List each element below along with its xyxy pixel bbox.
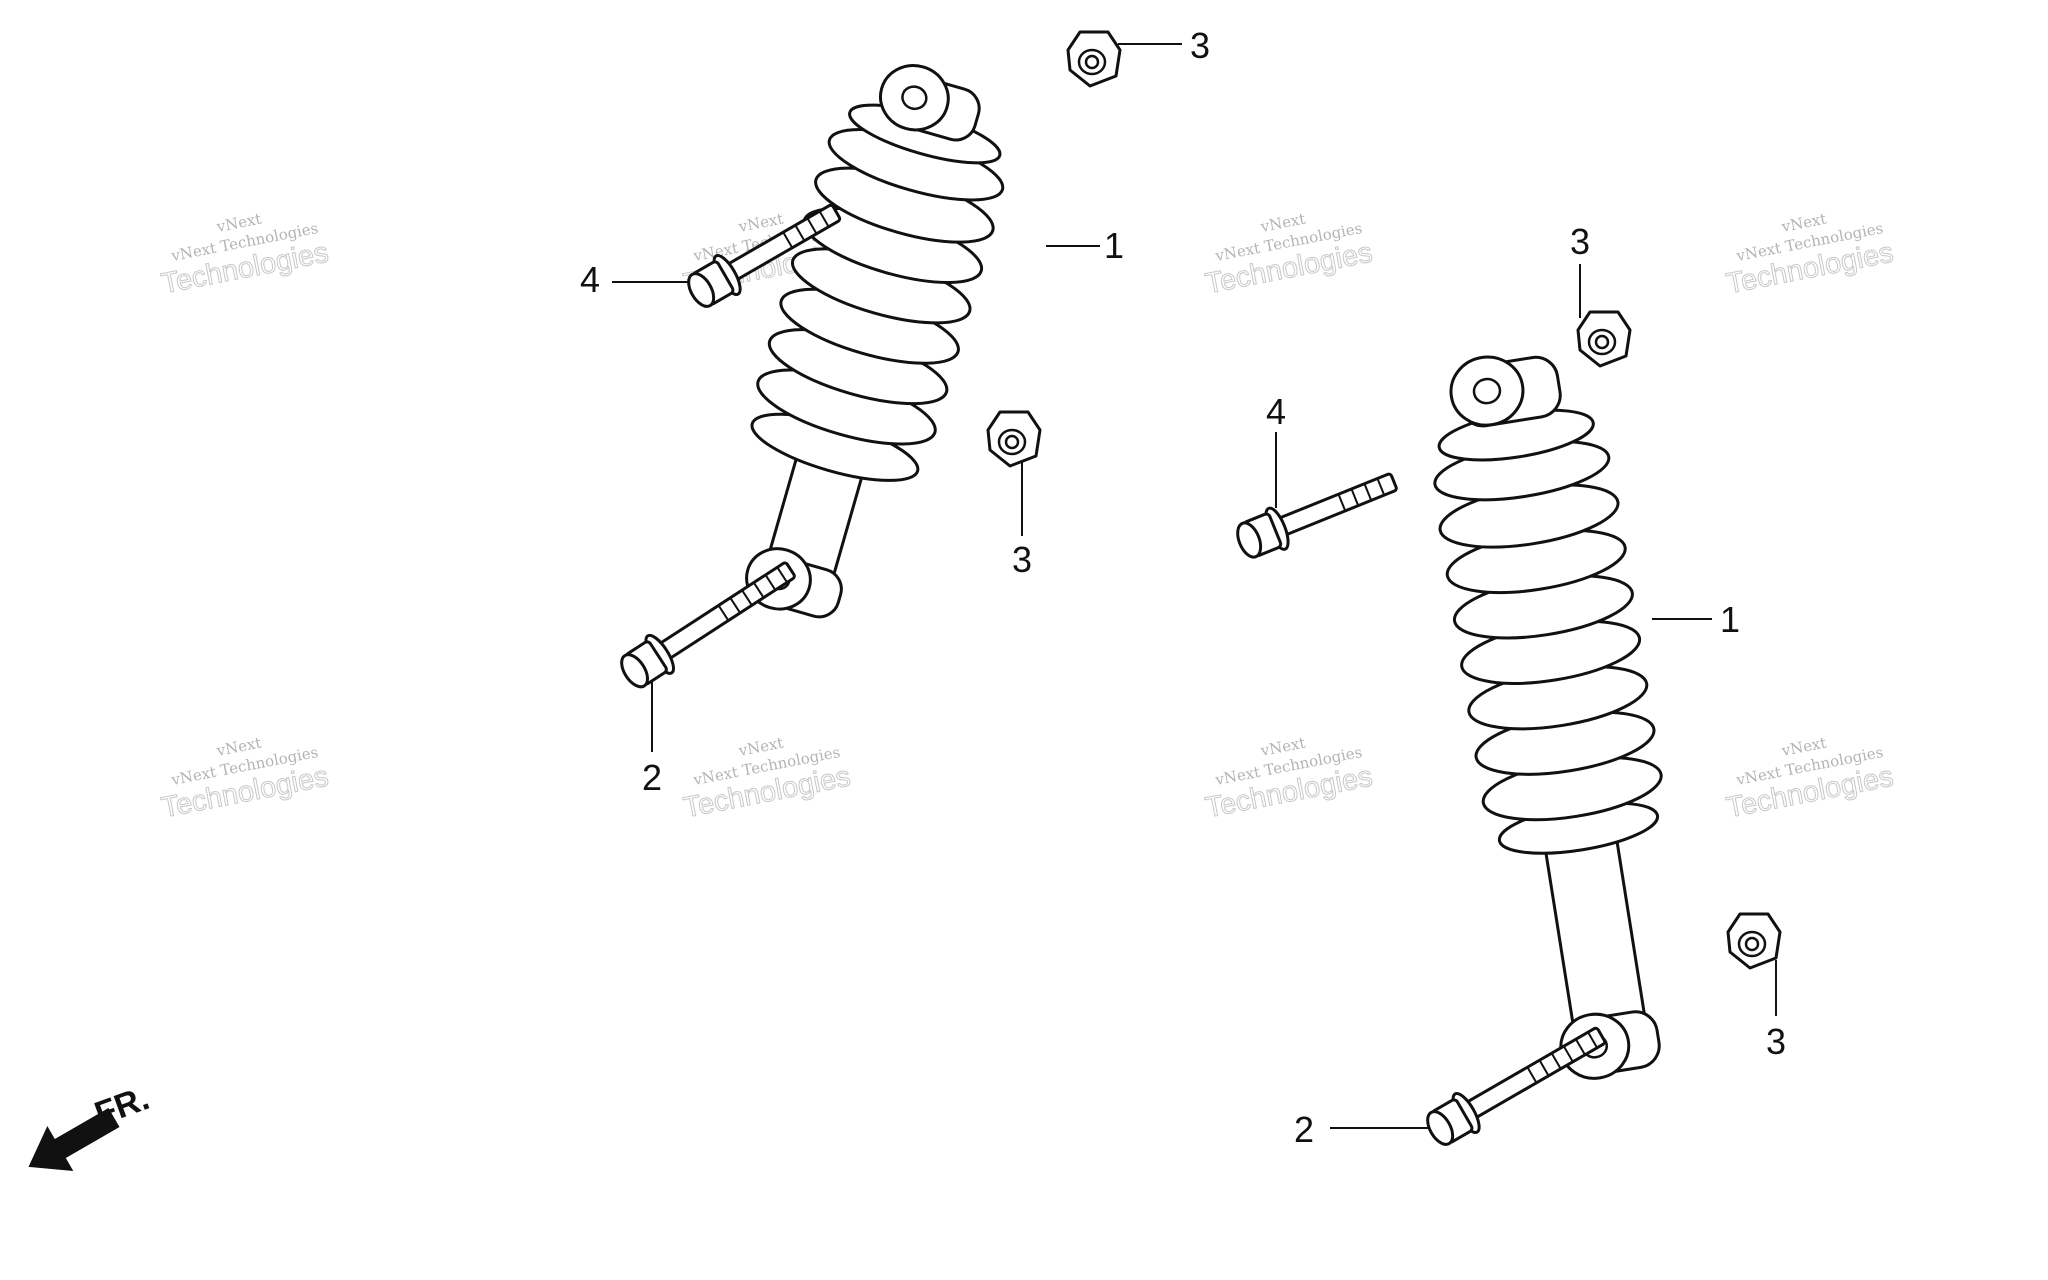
callout-bolt-long: 2 [1294, 1109, 1314, 1150]
watermark: vNext vNext Technologies Technologies [158, 210, 331, 301]
nut-bottom-right [1726, 912, 1782, 970]
spring-coils [1433, 408, 1663, 855]
bolt-long-right [1426, 1026, 1607, 1146]
callout-nut: 3 [1190, 25, 1210, 66]
callout-bolt-short: 4 [1266, 391, 1286, 432]
shock-absorber-left [745, 64, 1005, 619]
watermark: vNext vNext Technologies Technologies [680, 734, 853, 825]
callout-bolt-short: 4 [580, 259, 600, 300]
leader-lines [612, 43, 1777, 1129]
watermark: vNext vNext Technologies Technologies [1202, 210, 1375, 301]
nut-top-right [1576, 310, 1632, 368]
watermark: vNext vNext Technologies Technologies [1202, 734, 1375, 825]
bolt-short-left [687, 203, 842, 308]
callout-nut: 3 [1570, 221, 1590, 262]
bolt-short-right [1236, 472, 1398, 559]
bolt-long-left [620, 561, 796, 689]
watermark: vNext vNext Technologies Technologies [1723, 210, 1896, 301]
callout-shock-absorber: 1 [1720, 599, 1740, 640]
callout-nut: 3 [1012, 539, 1032, 580]
spring-coils [750, 103, 1005, 482]
callout-nut: 3 [1766, 1021, 1786, 1062]
nut-top-left [1066, 30, 1122, 88]
callouts: 3 1 4 3 2 3 4 1 3 2 [580, 25, 1786, 1150]
watermark: vNext vNext Technologies Technologies [158, 734, 331, 825]
arrow-down-left-icon [28, 1107, 120, 1171]
callout-shock-absorber: 1 [1104, 225, 1124, 266]
watermark: vNext vNext Technologies Technologies [1723, 734, 1896, 825]
front-direction-indicator: FR. [28, 1079, 154, 1171]
front-label: FR. [90, 1079, 154, 1133]
callout-bolt-long: 2 [642, 757, 662, 798]
nut-middle-left [986, 410, 1042, 468]
shock-absorber-right [1433, 355, 1663, 1080]
